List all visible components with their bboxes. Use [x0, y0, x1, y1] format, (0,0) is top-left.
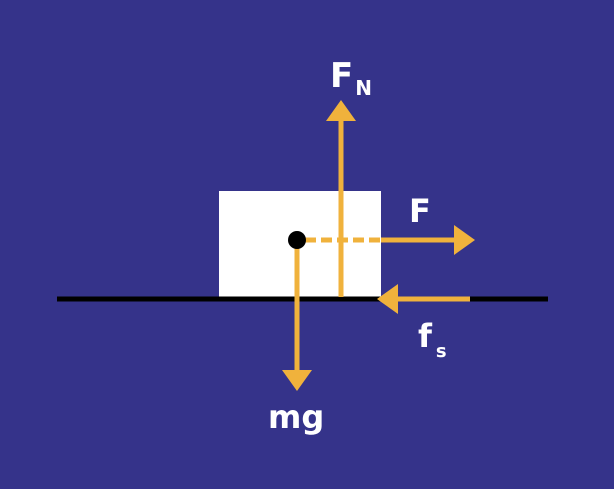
normal-force-arrow: [326, 100, 356, 297]
weight-arrow: [282, 240, 312, 391]
weight-label: mg: [268, 398, 324, 436]
center-of-mass-dot: [288, 231, 306, 249]
applied-force-arrow: [305, 225, 475, 255]
applied-force-label: F: [409, 192, 431, 230]
friction-arrow: [377, 284, 470, 314]
